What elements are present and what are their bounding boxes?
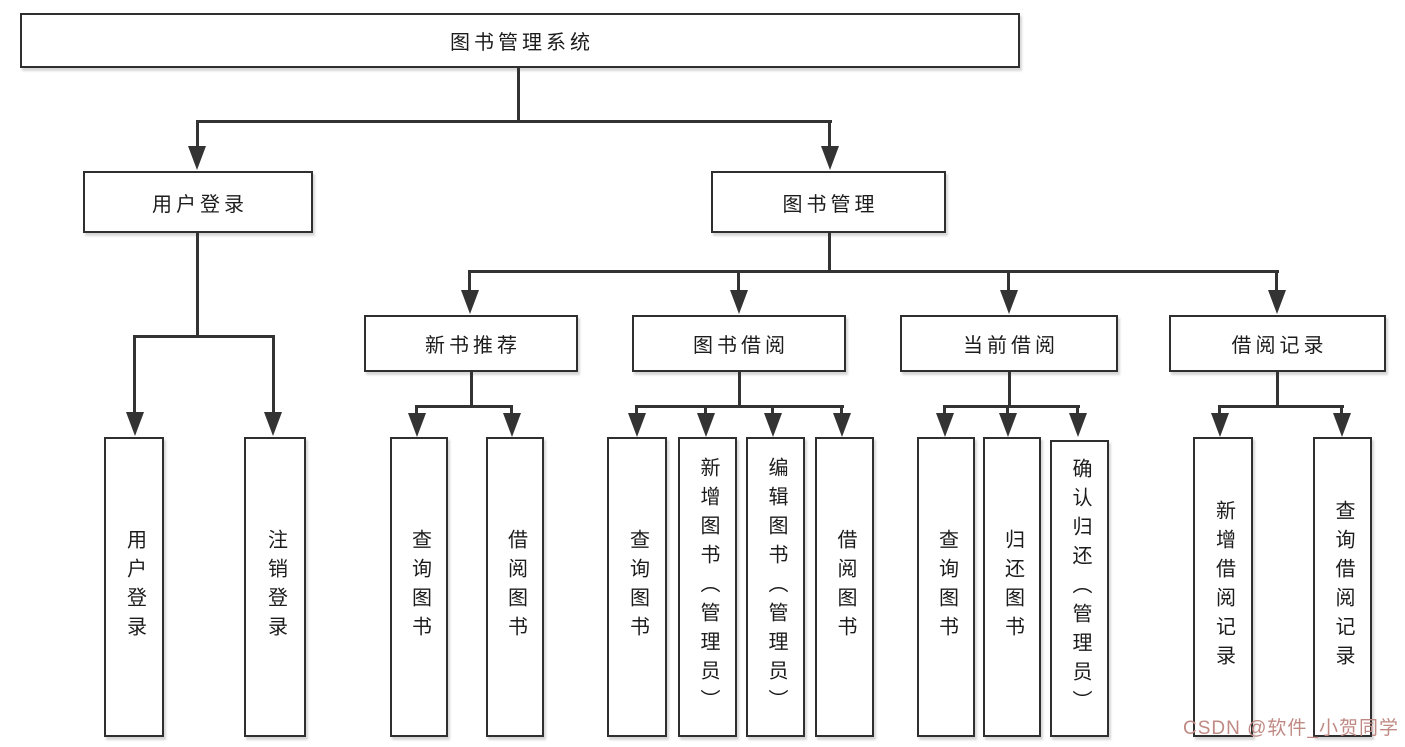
- connector-mgmt-stem: [828, 233, 831, 270]
- arrow-to-borrow-records: [1268, 290, 1286, 314]
- connector-borrow-leaf2: [704, 405, 707, 415]
- arrow-to-leaf-logout: [264, 412, 282, 436]
- connector-root-stem: [517, 68, 520, 120]
- node-user-login-label: 用户登录: [152, 193, 248, 216]
- node-user-login: 用户登录: [83, 171, 313, 233]
- arrow-to-new-book-recommend: [461, 290, 479, 314]
- node-borrow-records-label: 借阅记录: [1231, 335, 1328, 357]
- arrow-to-return-books: [999, 413, 1017, 437]
- node-leaf-add-borrow-record-label: 新增借阅记录: [1212, 500, 1235, 674]
- node-new-book-recommend: 新书推荐: [364, 315, 578, 372]
- node-book-borrow: 图书借阅: [632, 315, 846, 372]
- node-current-borrow-label: 当前借阅: [963, 335, 1059, 357]
- node-leaf-query-books-borrow: 查询图书: [607, 437, 667, 737]
- node-leaf-borrow-books: 借阅图书: [815, 437, 874, 737]
- node-leaf-add-books-admin-label: 新增图书（管理员）: [697, 456, 719, 718]
- connector-current-leaf3: [1076, 405, 1079, 415]
- connector-root-to-mgmt: [828, 120, 831, 148]
- connector-mgmt-to-borrow: [737, 270, 740, 290]
- arrow-to-borrow-books: [833, 413, 851, 437]
- node-leaf-query-books-current: 查询图书: [917, 437, 975, 737]
- arrow-to-book-borrow: [730, 290, 748, 314]
- connector-root-to-login: [196, 120, 199, 148]
- node-leaf-return-books-label: 归还图书: [1001, 529, 1024, 645]
- node-leaf-query-books-borrow-label: 查询图书: [626, 529, 649, 645]
- node-leaf-confirm-return-admin-label: 确认归还（管理员）: [1069, 458, 1091, 719]
- node-leaf-borrow-books-new: 借阅图书: [486, 437, 544, 737]
- arrow-to-query-books-borrow: [628, 413, 646, 437]
- connector-borrow-leaf1: [635, 405, 638, 415]
- connector-borrow-stem: [738, 372, 741, 405]
- connector-current-rail: [944, 405, 1080, 408]
- connector-borrow-rail: [636, 405, 844, 408]
- node-leaf-return-books: 归还图书: [983, 437, 1041, 737]
- connector-login-leaf2: [272, 335, 275, 412]
- connector-current-leaf2: [1006, 405, 1009, 415]
- connector-new-rail: [415, 405, 513, 408]
- connector-borrow-leaf4: [840, 405, 843, 415]
- node-leaf-query-borrow-record-label: 查询借阅记录: [1332, 500, 1354, 674]
- connector-new-stem: [470, 372, 473, 405]
- connector-login-rail: [134, 335, 275, 338]
- connector-new-leaf2: [510, 405, 513, 415]
- connector-new-leaf1: [415, 405, 418, 415]
- arrow-to-query-books-new: [408, 413, 426, 437]
- connector-mgmt-to-current: [1007, 270, 1010, 290]
- connector-records-rail: [1219, 405, 1344, 408]
- arrow-to-edit-books: [764, 413, 782, 437]
- node-book-management-label: 图书管理: [782, 193, 879, 216]
- node-current-borrow: 当前借阅: [900, 315, 1118, 372]
- connector-records-leaf1: [1218, 405, 1221, 415]
- connector-records-stem: [1276, 372, 1279, 405]
- connector-mgmt-to-new: [468, 270, 471, 290]
- arrow-to-confirm-return: [1069, 413, 1087, 437]
- arrow-to-add-borrow-record: [1211, 413, 1229, 437]
- node-leaf-confirm-return-admin: 确认归还（管理员）: [1050, 440, 1109, 737]
- node-leaf-user-login: 用户登录: [104, 437, 164, 737]
- node-leaf-logout-label: 注销登录: [264, 529, 287, 645]
- arrow-to-user-login: [188, 146, 206, 170]
- node-leaf-logout: 注销登录: [244, 437, 306, 737]
- node-leaf-borrow-books-new-label: 借阅图书: [504, 529, 527, 645]
- node-leaf-add-books-admin: 新增图书（管理员）: [678, 437, 737, 737]
- connector-mgmt-to-records: [1275, 270, 1278, 290]
- arrow-to-book-management: [821, 146, 839, 170]
- connector-mgmt-rail: [469, 270, 1279, 273]
- connector-current-leaf1: [943, 405, 946, 415]
- node-leaf-query-books-new: 查询图书: [390, 437, 448, 737]
- arrow-to-query-borrow-record: [1333, 413, 1351, 437]
- node-library-system-label: 图书管理系统: [450, 32, 594, 54]
- arrow-to-leaf-user-login: [126, 412, 144, 436]
- node-new-book-recommend-label: 新书推荐: [425, 335, 521, 357]
- connector-root-rail: [196, 120, 832, 123]
- node-library-system: 图书管理系统: [20, 13, 1020, 68]
- node-leaf-edit-books-admin-label: 编辑图书（管理员）: [765, 456, 787, 718]
- node-book-management: 图书管理: [711, 171, 946, 233]
- node-leaf-query-books-current-label: 查询图书: [935, 529, 958, 645]
- connector-current-stem: [1008, 372, 1011, 405]
- node-leaf-query-borrow-record: 查询借阅记录: [1313, 437, 1372, 737]
- connector-login-stem: [196, 233, 199, 335]
- watermark: CSDN @软件_小贺同学: [1183, 718, 1399, 739]
- node-leaf-edit-books-admin: 编辑图书（管理员）: [746, 437, 805, 737]
- node-leaf-query-books-new-label: 查询图书: [408, 529, 431, 645]
- node-book-borrow-label: 图书借阅: [693, 335, 789, 357]
- connector-login-leaf1: [133, 335, 136, 412]
- connector-borrow-leaf3: [771, 405, 774, 415]
- node-leaf-user-login-label: 用户登录: [123, 529, 146, 645]
- arrow-to-current-borrow: [1000, 290, 1018, 314]
- arrow-to-borrow-books-new: [503, 413, 521, 437]
- node-borrow-records: 借阅记录: [1169, 315, 1386, 372]
- arrow-to-query-books-current: [936, 413, 954, 437]
- connector-records-leaf2: [1340, 405, 1343, 415]
- arrow-to-add-books: [697, 413, 715, 437]
- node-leaf-borrow-books-label: 借阅图书: [834, 529, 856, 645]
- node-leaf-add-borrow-record: 新增借阅记录: [1193, 437, 1253, 737]
